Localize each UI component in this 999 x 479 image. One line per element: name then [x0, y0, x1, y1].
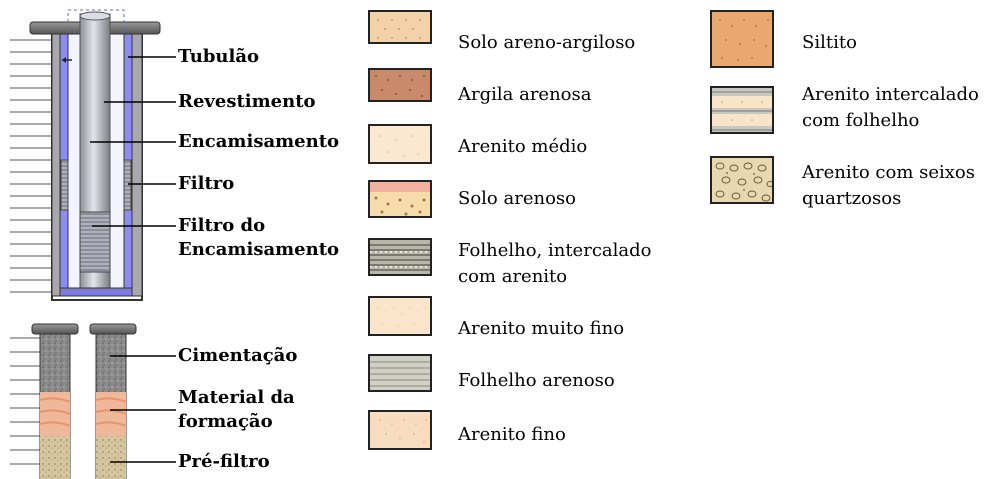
soil-scale-lines-bottom: [10, 337, 40, 465]
swatch-arenito-fino: [368, 410, 432, 450]
swatch-solo-arenoso: [368, 180, 432, 218]
legend-label-11a: Arenito com seixos: [802, 162, 975, 183]
legend-label-3: Arenito médio: [458, 136, 588, 157]
label-filtro: Filtro: [178, 173, 235, 194]
legend-label-8: Arenito fino: [458, 424, 566, 445]
label-encamisamento: Encamisamento: [178, 131, 340, 152]
prefilter-left: [40, 436, 70, 479]
swatch-arenito-seixos: [710, 156, 774, 204]
leader-lines-top: [90, 56, 176, 227]
filtro-screen-right: [123, 159, 132, 211]
legend-label-5b: com arenito: [458, 266, 568, 287]
legend-label-4: Solo arenoso: [458, 188, 576, 209]
legend-label-6: Arenito muito fino: [458, 318, 625, 339]
label-material-da: Material da: [178, 387, 295, 408]
swatch-folhelho-arenoso: [368, 354, 432, 392]
soil-scale-lines: [10, 39, 52, 293]
swatch-solo-areno-argiloso: [368, 10, 432, 44]
legend-label-1: Solo areno-argiloso: [458, 32, 636, 53]
legend-label-2: Argila arenosa: [458, 84, 592, 105]
legend-label-5a: Folhelho, intercalado: [458, 240, 652, 261]
label-formacao: formação: [178, 411, 273, 432]
prefilter-right: [96, 436, 126, 479]
swatch-arenito-medio: [368, 124, 432, 164]
swatch-folhelho-intercalado: [368, 238, 432, 276]
label-pre-filtro: Pré-filtro: [178, 451, 270, 472]
label-filtro-encamisamento: Encamisamento: [178, 239, 340, 260]
swatch-arenito-intercalado: [710, 86, 774, 134]
filtro-encamisamento-screen: [79, 211, 111, 273]
label-filtro-do: Filtro do: [178, 215, 266, 236]
filtro-screen-left: [60, 159, 69, 211]
legend-label-7: Folhelho arenoso: [458, 370, 615, 391]
label-tubulao: Tubulão: [178, 46, 260, 67]
legend-label-10a: Arenito intercalado: [802, 84, 979, 105]
legend-label-9: Siltito: [802, 32, 857, 53]
swatch-arenito-muito-fino: [368, 296, 432, 336]
pipe-top-dashed: [67, 9, 125, 33]
label-cimentacao: Cimentação: [178, 345, 298, 366]
swatch-argila-arenosa: [368, 68, 432, 102]
legend-label-11b: quartzosos: [802, 188, 902, 209]
leader-lines-bottom: [110, 355, 176, 463]
swatch-siltito: [710, 10, 774, 68]
label-revestimento: Revestimento: [178, 91, 316, 112]
legend-label-10b: com folhelho: [802, 110, 920, 131]
